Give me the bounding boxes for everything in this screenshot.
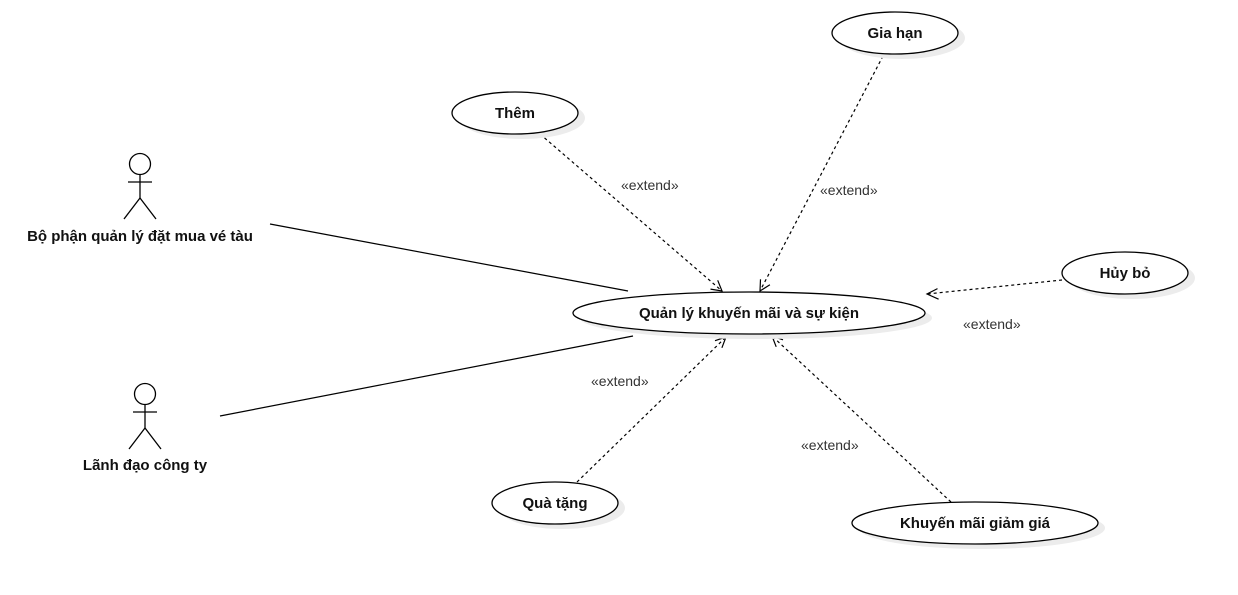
- extend-label-gift: «extend»: [591, 373, 649, 389]
- extend-line-cancel: [926, 279, 1063, 295]
- extend-relation-gift: «extend»: [576, 336, 728, 483]
- use-case-extend-label: Gia hạn: [867, 25, 922, 42]
- arrow-head-add: [710, 280, 723, 292]
- use-case-gift[interactable]: Quà tặng: [491, 481, 625, 529]
- actor-leadership-label: Lãnh đạo công ty: [83, 457, 208, 474]
- use-case-cancel[interactable]: Hủy bỏ: [1061, 251, 1195, 299]
- use-case-gift-label: Quà tặng: [522, 495, 587, 512]
- extend-label-cancel: «extend»: [963, 316, 1021, 332]
- arrow-head-cancel: [925, 288, 939, 300]
- extend-label-discount: «extend»: [801, 437, 859, 453]
- extend-line-add: [539, 133, 723, 292]
- extend-relation-add: «extend»: [539, 133, 723, 292]
- actor-booking[interactable]: Bộ phận quản lý đặt mua vé tàu: [27, 152, 253, 246]
- use-case-add[interactable]: Thêm: [451, 91, 585, 139]
- extend-relation-extend: «extend»: [759, 55, 884, 293]
- use-case-main[interactable]: Quản lý khuyến mãi và sự kiện: [572, 291, 932, 339]
- use-case-add-label: Thêm: [495, 105, 535, 122]
- extend-relation-cancel: «extend»: [925, 279, 1063, 332]
- extend-line-extend: [759, 55, 884, 292]
- actor-leadership-figure: [128, 382, 162, 450]
- extend-label-extend: «extend»: [820, 182, 878, 198]
- actor-booking-label: Bộ phận quản lý đặt mua vé tàu: [27, 228, 253, 245]
- actor-booking-figure: [123, 152, 157, 220]
- use-case-extend[interactable]: Gia hạn: [831, 11, 965, 59]
- use-case-main-label: Quản lý khuyến mãi và sự kiện: [639, 305, 859, 322]
- association-line-booking: [269, 223, 629, 292]
- use-case-discount[interactable]: Khuyến mãi giảm giá: [851, 501, 1105, 549]
- association-line-leadership: [219, 335, 634, 417]
- use-case-discount-label: Khuyến mãi giảm giá: [900, 515, 1051, 532]
- arrow-head-extend: [759, 279, 771, 293]
- extend-label-add: «extend»: [621, 177, 679, 193]
- actor-leadership[interactable]: Lãnh đạo công ty: [83, 382, 208, 475]
- extend-relation-discount: «extend»: [770, 335, 952, 503]
- use-case-cancel-label: Hủy bỏ: [1100, 265, 1151, 282]
- extend-line-gift: [576, 336, 727, 483]
- extend-line-discount: [771, 335, 952, 503]
